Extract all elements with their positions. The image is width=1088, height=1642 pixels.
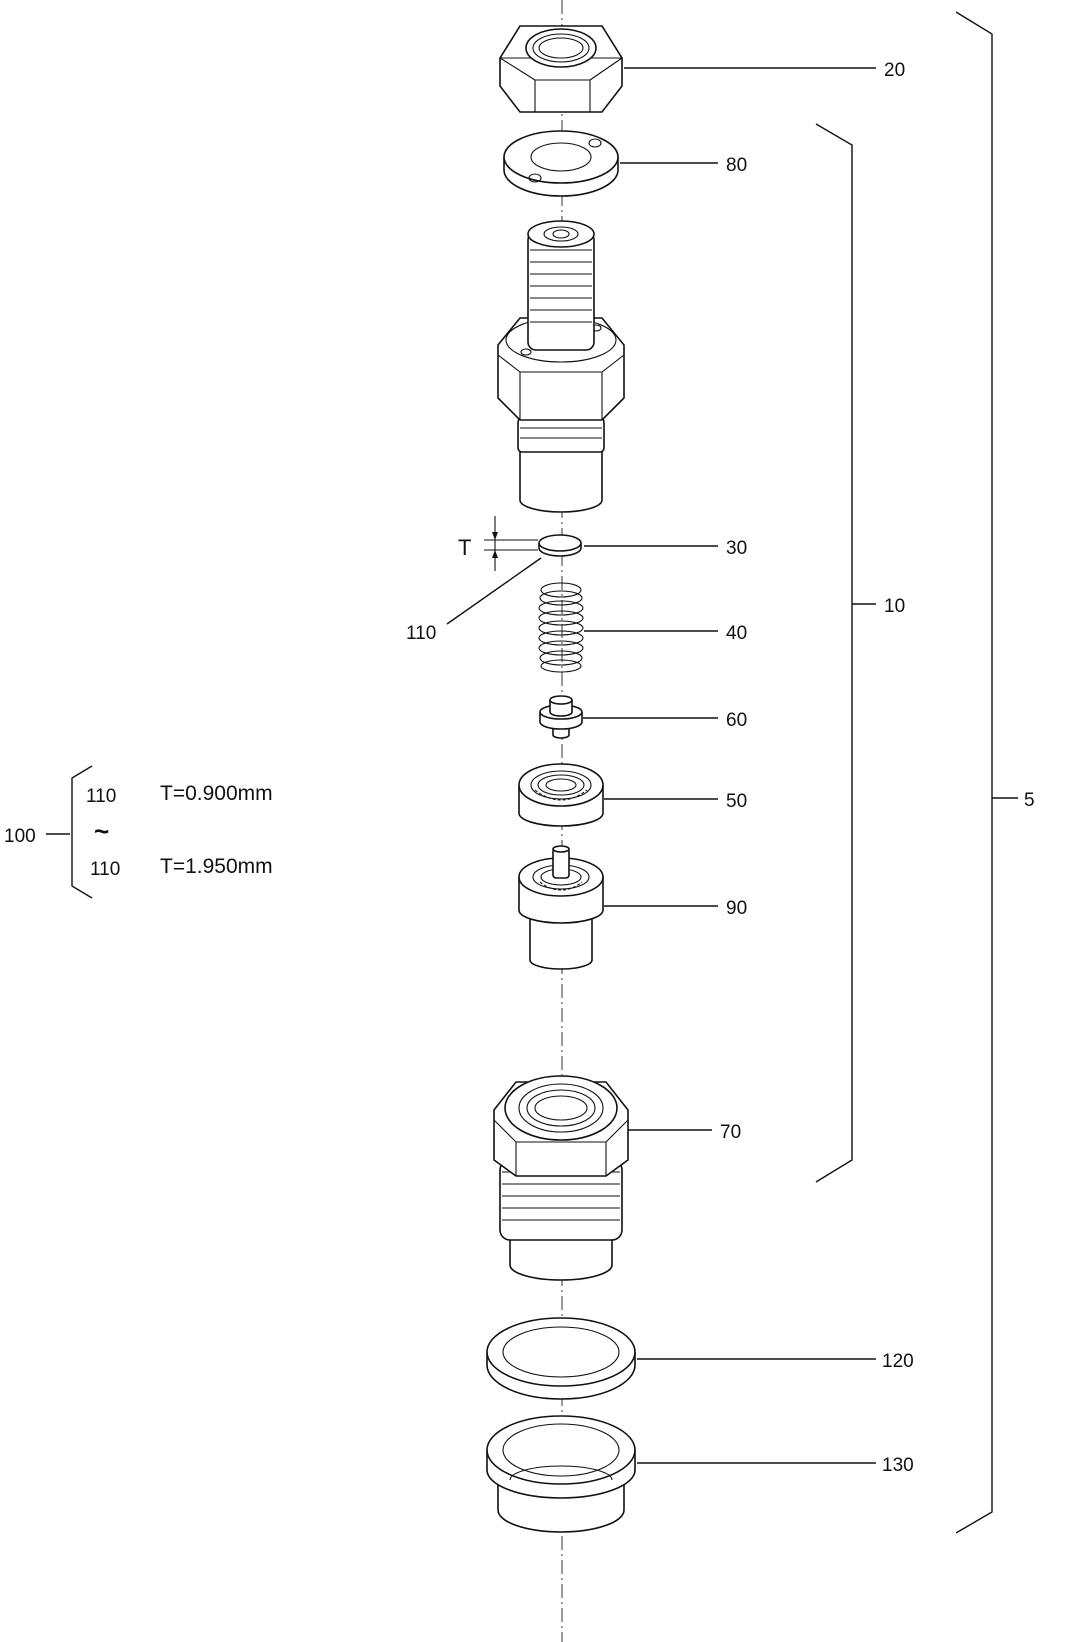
callout-50: 50 (726, 791, 747, 812)
callout-5: 5 (1024, 790, 1035, 811)
variant-last-part: 110 (90, 859, 120, 880)
part-40-spring (538, 582, 584, 673)
part-60-valve-pin (539, 695, 583, 739)
callout-110: 110 (406, 623, 436, 644)
leader-lines (46, 67, 1018, 1464)
part-20-hex-nut (499, 25, 623, 113)
bracket-assembly-10 (815, 123, 853, 1183)
callout-80: 80 (726, 155, 747, 176)
callout-40: 40 (726, 623, 747, 644)
variant-group-label: 100 (4, 826, 36, 847)
variant-range-symbol: ~ (94, 816, 109, 846)
part-80-washer (503, 130, 619, 197)
valve-holder-body (497, 220, 625, 513)
thickness-dimension (484, 516, 538, 571)
callout-70: 70 (720, 1122, 741, 1143)
callout-60: 60 (726, 710, 747, 731)
part-90-delivery-valve (518, 845, 604, 970)
part-30-shim (538, 534, 582, 557)
part-130-collar (486, 1415, 636, 1533)
variant-first-thickness: T=0.900mm (160, 782, 273, 805)
callout-90: 90 (726, 898, 747, 919)
callout-120: 120 (882, 1351, 914, 1372)
bracket-assembly-5 (955, 11, 993, 1534)
part-50-valve-seat (518, 763, 604, 827)
bracket-variants-100 (71, 765, 93, 899)
variant-last-thickness: T=1.950mm (160, 855, 273, 878)
variant-first-part: 110 (86, 786, 116, 807)
part-120-sealing-ring (486, 1317, 636, 1400)
callout-130: 130 (882, 1455, 914, 1476)
part-70-hex-fitting (493, 1075, 629, 1281)
thickness-label: T (458, 535, 471, 560)
callout-30: 30 (726, 538, 747, 559)
callout-10: 10 (884, 596, 905, 617)
callout-20: 20 (884, 60, 905, 81)
